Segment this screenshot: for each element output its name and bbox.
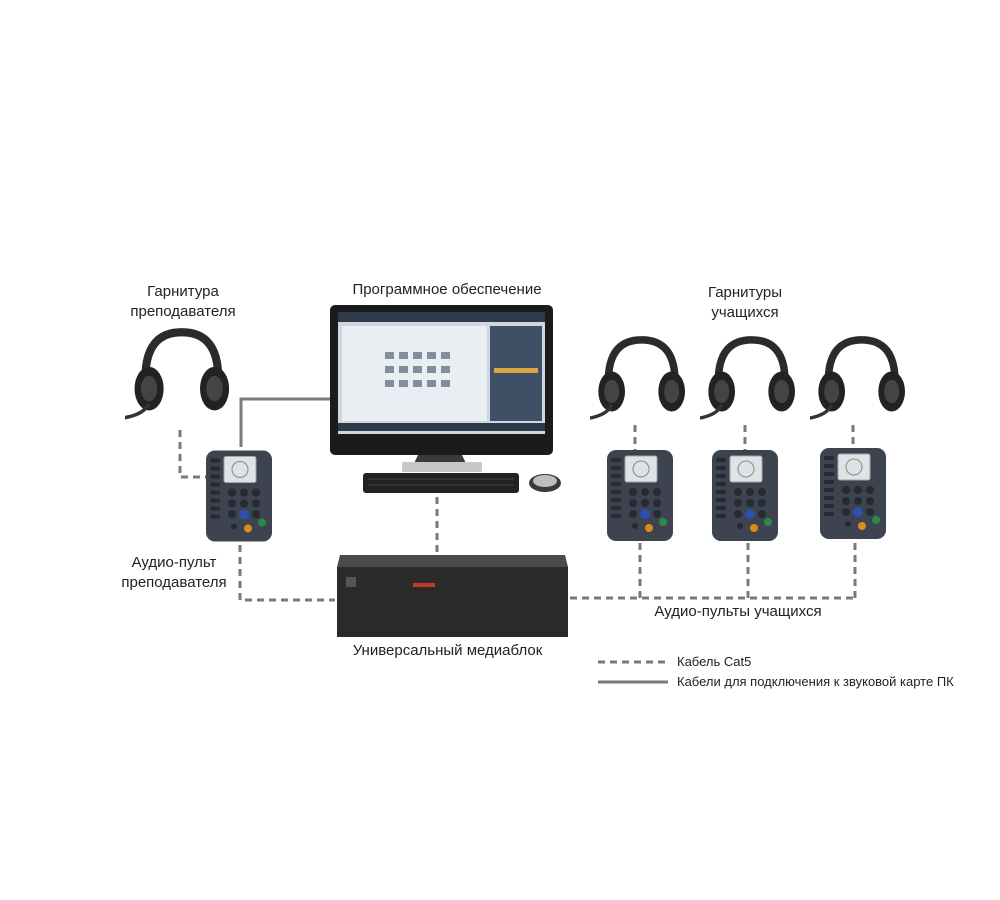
keyboard-icon — [363, 473, 519, 493]
teacher-console-icon — [205, 449, 273, 543]
student-headsets-label: Гарнитуры учащихся — [707, 284, 783, 321]
legend-pc-cables-text: Кабели для подключения к звуковой карте … — [677, 674, 954, 689]
legend-cat5-text: Кабель Cat5 — [677, 654, 752, 669]
teacher-headset-icon — [111, 332, 229, 422]
teacher-console-label: Аудио-пульт преподавателя — [121, 554, 227, 591]
student-console-icon — [711, 449, 779, 542]
software-label: Программное обеспечение — [352, 281, 542, 298]
pc-sound-cables — [239, 397, 330, 447]
student-console-icon — [819, 447, 887, 540]
cat5-cables — [178, 425, 857, 602]
cat5-teacher-console-to-media-unit — [238, 545, 335, 602]
student-headset-icon — [797, 340, 905, 423]
student-console-icon — [606, 449, 674, 542]
student-consoles-label: Аудио-пульты учащихся — [654, 603, 822, 620]
cat5-teacher-headset-to-console — [178, 430, 206, 479]
student-headset-icon — [577, 340, 685, 423]
monitor-icon — [330, 305, 553, 472]
teacher-headset-label: Гарнитура преподавателя — [130, 283, 236, 320]
mouse-icon — [529, 474, 561, 492]
student-headset-icon — [687, 340, 795, 423]
media-unit-label: Универсальный медиаблок — [352, 642, 543, 659]
media-unit-icon — [337, 555, 568, 637]
